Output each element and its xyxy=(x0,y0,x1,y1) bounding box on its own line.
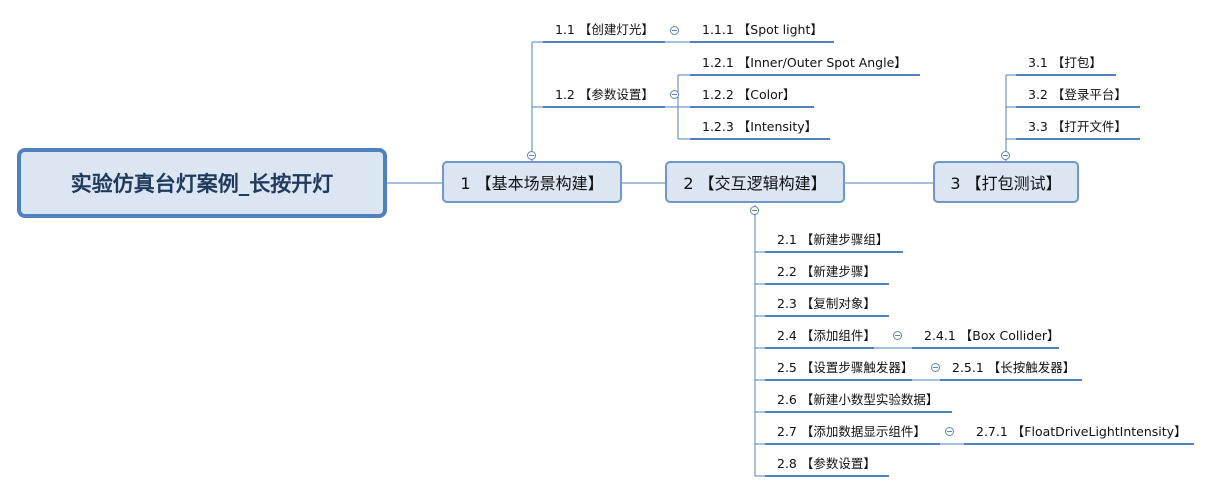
subtopic-1-1-1[interactable]: 1.1.1 【Spot light】 xyxy=(690,19,834,43)
subtopic-2-5-1[interactable]: 2.5.1 【长按触发器】 xyxy=(940,357,1082,381)
subtopic-3-3[interactable]: 3.3 【打开文件】 xyxy=(1016,116,1140,140)
subtopic-2-7-1[interactable]: 2.7.1 【FloatDriveLightIntensity】 xyxy=(964,421,1194,445)
collapse-toggle-icon[interactable] xyxy=(945,427,954,436)
subtopic-2-5[interactable]: 2.5 【设置步骤触发器】 xyxy=(765,357,913,381)
collapse-toggle-icon[interactable] xyxy=(527,151,536,160)
subtopic-1-2[interactable]: 1.2 【参数设置】 xyxy=(543,84,665,108)
subtopic-2-8[interactable]: 2.8 【参数设置】 xyxy=(765,453,889,477)
subtopic-2-4-1[interactable]: 2.4.1 【Box Collider】 xyxy=(912,325,1060,349)
subtopic-1-2-1[interactable]: 1.2.1 【Inner/Outer Spot Angle】 xyxy=(690,52,920,76)
collapse-toggle-icon[interactable] xyxy=(670,26,679,35)
root-topic[interactable]: 实验仿真台灯案例_长按开灯 xyxy=(17,148,387,218)
collapse-toggle-icon[interactable] xyxy=(670,90,679,99)
collapse-toggle-icon[interactable] xyxy=(750,206,759,215)
subtopic-3-1[interactable]: 3.1 【打包】 xyxy=(1016,52,1116,76)
collapse-toggle-icon[interactable] xyxy=(931,363,940,372)
subtopic-1-1[interactable]: 1.1 【创建灯光】 xyxy=(543,19,665,43)
subtopic-2-7[interactable]: 2.7 【添加数据显示组件】 xyxy=(765,421,940,445)
topic-interaction-logic[interactable]: 2 【交互逻辑构建】 xyxy=(665,161,845,203)
subtopic-2-2[interactable]: 2.2 【新建步骤】 xyxy=(765,261,889,285)
collapse-toggle-icon[interactable] xyxy=(1001,151,1010,160)
subtopic-2-4[interactable]: 2.4 【添加组件】 xyxy=(765,325,876,349)
topic-basic-scene[interactable]: 1 【基本场景构建】 xyxy=(442,161,622,203)
subtopic-1-2-3[interactable]: 1.2.3 【Intensity】 xyxy=(690,116,830,140)
subtopic-3-2[interactable]: 3.2 【登录平台】 xyxy=(1016,84,1140,108)
collapse-toggle-icon[interactable] xyxy=(893,331,902,340)
topic-package-test[interactable]: 3 【打包测试】 xyxy=(933,161,1079,203)
subtopic-1-2-2[interactable]: 1.2.2 【Color】 xyxy=(690,84,814,108)
subtopic-2-6[interactable]: 2.6 【新建小数型实验数据】 xyxy=(765,389,952,413)
subtopic-2-1[interactable]: 2.1 【新建步骤组】 xyxy=(765,229,903,253)
subtopic-2-3[interactable]: 2.3 【复制对象】 xyxy=(765,293,889,317)
